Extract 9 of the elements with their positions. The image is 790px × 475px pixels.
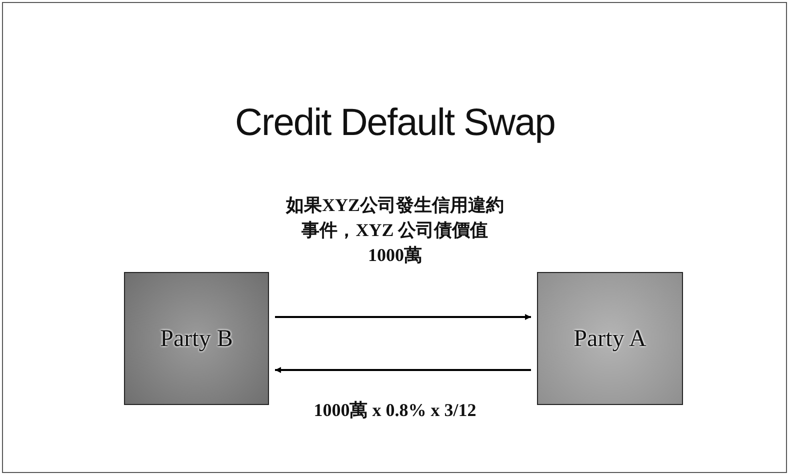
party-box [537, 272, 683, 405]
party-label: Party A [574, 324, 646, 354]
party-box [124, 272, 269, 405]
edge-label: 1000萬 x 0.8% x 3/12 [312, 399, 478, 422]
arrow [275, 314, 531, 320]
arrow [275, 367, 531, 373]
edge-label: 如果XYZ公司發生信用違約事件，XYZ 公司債價值1000萬 [285, 194, 505, 267]
title: Credit Default Swap [235, 101, 555, 146]
party-label: Party B [160, 324, 233, 354]
